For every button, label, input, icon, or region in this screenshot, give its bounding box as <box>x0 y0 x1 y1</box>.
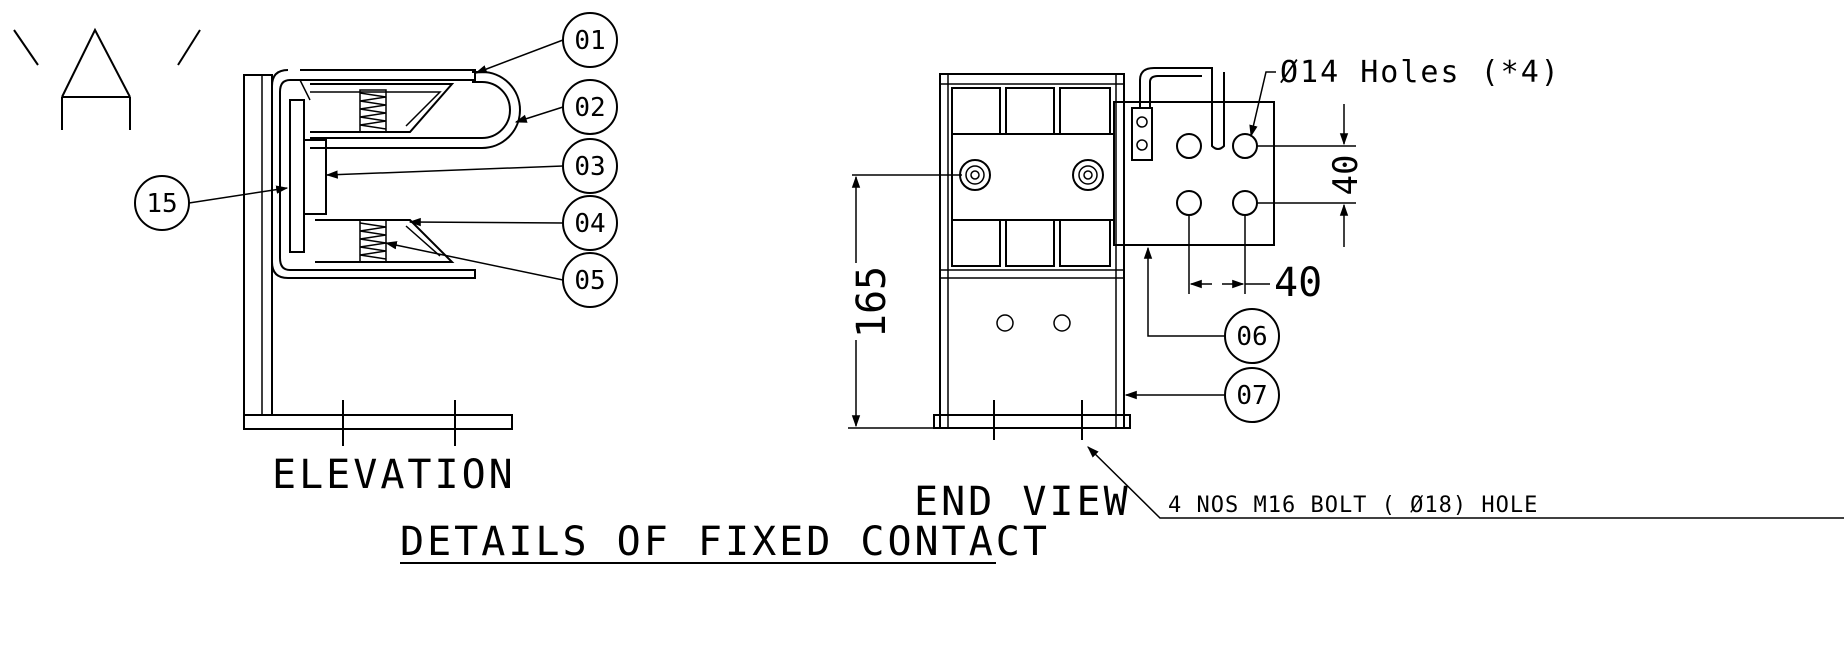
lower-spring <box>359 219 387 263</box>
callout-06: 06 <box>1224 308 1280 364</box>
svg-text:04: 04 <box>574 209 605 239</box>
upper-spring <box>359 89 387 133</box>
svg-text:03: 03 <box>574 152 605 182</box>
svg-text:01: 01 <box>574 26 605 56</box>
callout-04: 04 <box>562 195 618 251</box>
view-direction-symbol <box>13 27 201 130</box>
elevation-leaders <box>188 39 564 281</box>
svg-text:07: 07 <box>1236 381 1267 411</box>
callout-01: 01 <box>562 12 618 68</box>
callout-05: 05 <box>562 252 618 308</box>
dimension-40-vertical: 40 <box>1326 155 1366 196</box>
svg-text:06: 06 <box>1236 322 1267 352</box>
callout-07: 07 <box>1224 367 1280 423</box>
elevation-label: ELEVATION <box>272 452 516 498</box>
elevation-view <box>243 69 521 446</box>
callout-15: 15 <box>134 175 190 231</box>
svg-text:05: 05 <box>574 266 605 296</box>
end-view-leaders <box>1087 71 1844 519</box>
callout-02: 02 <box>562 79 618 135</box>
end-view <box>933 67 1275 440</box>
dimension-165: 165 <box>849 266 895 338</box>
callout-03: 03 <box>562 138 618 194</box>
end-view-dimensions <box>848 104 1356 429</box>
svg-text:15: 15 <box>146 189 177 219</box>
holes-note: Ø14 Holes (*4) <box>1280 55 1561 90</box>
svg-text:02: 02 <box>574 93 605 123</box>
bolt-holes-note: 4 NOS M16 BOLT ( Ø18) HOLE <box>1168 493 1538 518</box>
end-view-label: END VIEW <box>914 479 1131 525</box>
drawing-title: DETAILS OF FIXED CONTACT <box>400 519 1050 565</box>
dimension-40-horizontal: 40 <box>1274 260 1322 306</box>
